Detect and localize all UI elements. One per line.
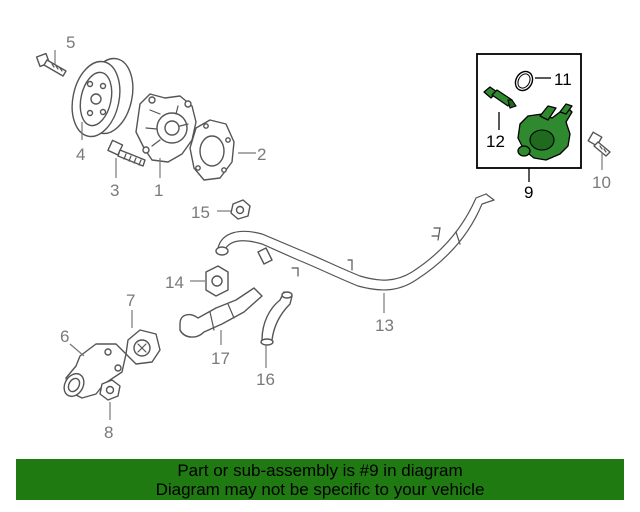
label-16: 16: [256, 370, 275, 389]
bolt-part-10[interactable]: [587, 131, 611, 157]
o-ring-part-11[interactable]: [512, 68, 536, 93]
leader-6: [69, 343, 85, 357]
gasket-part-2[interactable]: [189, 119, 235, 181]
label-4: 4: [76, 145, 85, 164]
sensor-part-12[interactable]: [483, 86, 517, 109]
nut-part-8[interactable]: [99, 379, 121, 401]
label-6: 6: [60, 327, 69, 346]
thermostat-part-7[interactable]: [125, 329, 161, 365]
bracket-near-15: [291, 235, 439, 277]
label-2: 2: [257, 145, 266, 164]
gasket-part-14[interactable]: [205, 265, 229, 297]
hose-part-16[interactable]: [260, 291, 293, 346]
pulley-part-4[interactable]: [66, 54, 140, 141]
hose-part-17[interactable]: [179, 287, 263, 338]
label-5: 5: [66, 33, 75, 52]
label-11: 11: [554, 70, 572, 89]
thermostat-housing-part-9[interactable]: [517, 103, 573, 161]
label-13: 13: [375, 316, 394, 335]
nut-part-15[interactable]: [230, 199, 251, 220]
bolt-part-5[interactable]: [35, 52, 67, 77]
label-1: 1: [154, 181, 163, 200]
label-8: 8: [104, 423, 113, 442]
banner-line-2: Diagram may not be specific to your vehi…: [155, 480, 485, 499]
banner-line-1: Part or sub-assembly is #9 in diagram: [177, 461, 463, 480]
bolt-part-3[interactable]: [107, 139, 146, 167]
label-14: 14: [165, 273, 184, 292]
label-12: 12: [486, 132, 505, 151]
label-17: 17: [211, 349, 230, 368]
water-pump-part-1[interactable]: [135, 93, 197, 163]
label-15: 15: [191, 203, 210, 222]
coolant-pipe-part-13[interactable]: [215, 193, 495, 291]
label-7: 7: [126, 291, 135, 310]
info-banner: Part or sub-assembly is #9 in diagram Di…: [16, 459, 624, 500]
label-3: 3: [110, 181, 119, 200]
label-10: 10: [592, 173, 611, 192]
assembly-box-part-9[interactable]: 11 12: [476, 53, 582, 169]
label-9: 9: [524, 183, 533, 202]
thermostat-housing-part-6[interactable]: [60, 343, 127, 400]
parts-diagram: 5 4 1 2 3: [35, 33, 611, 442]
